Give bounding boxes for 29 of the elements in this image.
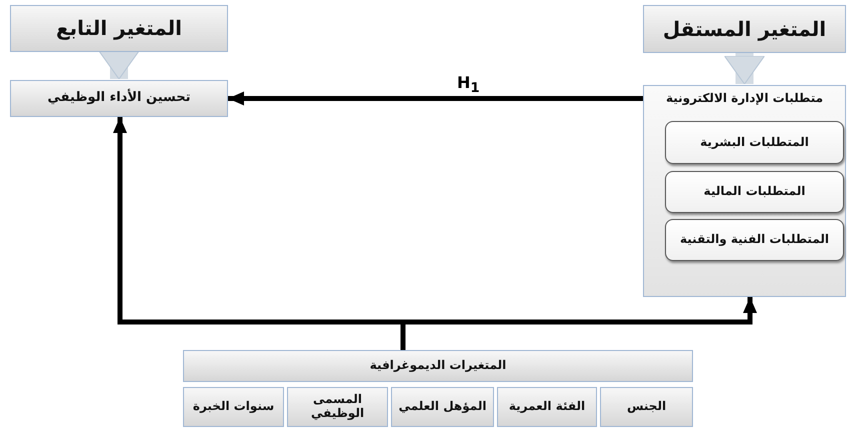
group-heading: متطلبات الإدارة الالكترونية bbox=[666, 92, 824, 106]
header-box bbox=[10, 5, 228, 52]
arrow bbox=[228, 92, 643, 106]
header-box bbox=[643, 5, 846, 53]
table-cell bbox=[497, 387, 597, 427]
node-text: المتطلبات المالية bbox=[704, 185, 806, 199]
node-text: المتطلبات الفنية والتقنية bbox=[680, 233, 829, 247]
node-text: المسمى الوظيفي bbox=[310, 393, 366, 421]
block-arrow bbox=[98, 50, 140, 80]
table-cell bbox=[183, 387, 284, 427]
process-box bbox=[183, 350, 693, 382]
node-text: المؤهل العلمي bbox=[398, 400, 486, 414]
rounded-box bbox=[665, 219, 844, 261]
node-text: الجنس bbox=[626, 400, 666, 414]
node-text: سنوات الخبرة bbox=[192, 400, 274, 414]
node-text: الفئة العمرية bbox=[508, 400, 586, 414]
table-cell bbox=[600, 387, 693, 427]
node-text: تحسين الأداء الوظيفي bbox=[48, 91, 190, 106]
group-box bbox=[643, 85, 846, 297]
rounded-box bbox=[665, 171, 844, 213]
node-text: المتغير المستقل bbox=[662, 18, 826, 40]
block-arrow bbox=[724, 53, 765, 84]
table-cell bbox=[287, 387, 388, 427]
process-box bbox=[10, 80, 228, 117]
node-text: المتغيرات الديموغرافية bbox=[370, 359, 506, 373]
node-text: المتغير التابع bbox=[56, 17, 182, 40]
table-cell bbox=[391, 387, 494, 427]
rounded-box bbox=[665, 121, 844, 164]
node-text: المتطلبات البشرية bbox=[700, 136, 809, 150]
